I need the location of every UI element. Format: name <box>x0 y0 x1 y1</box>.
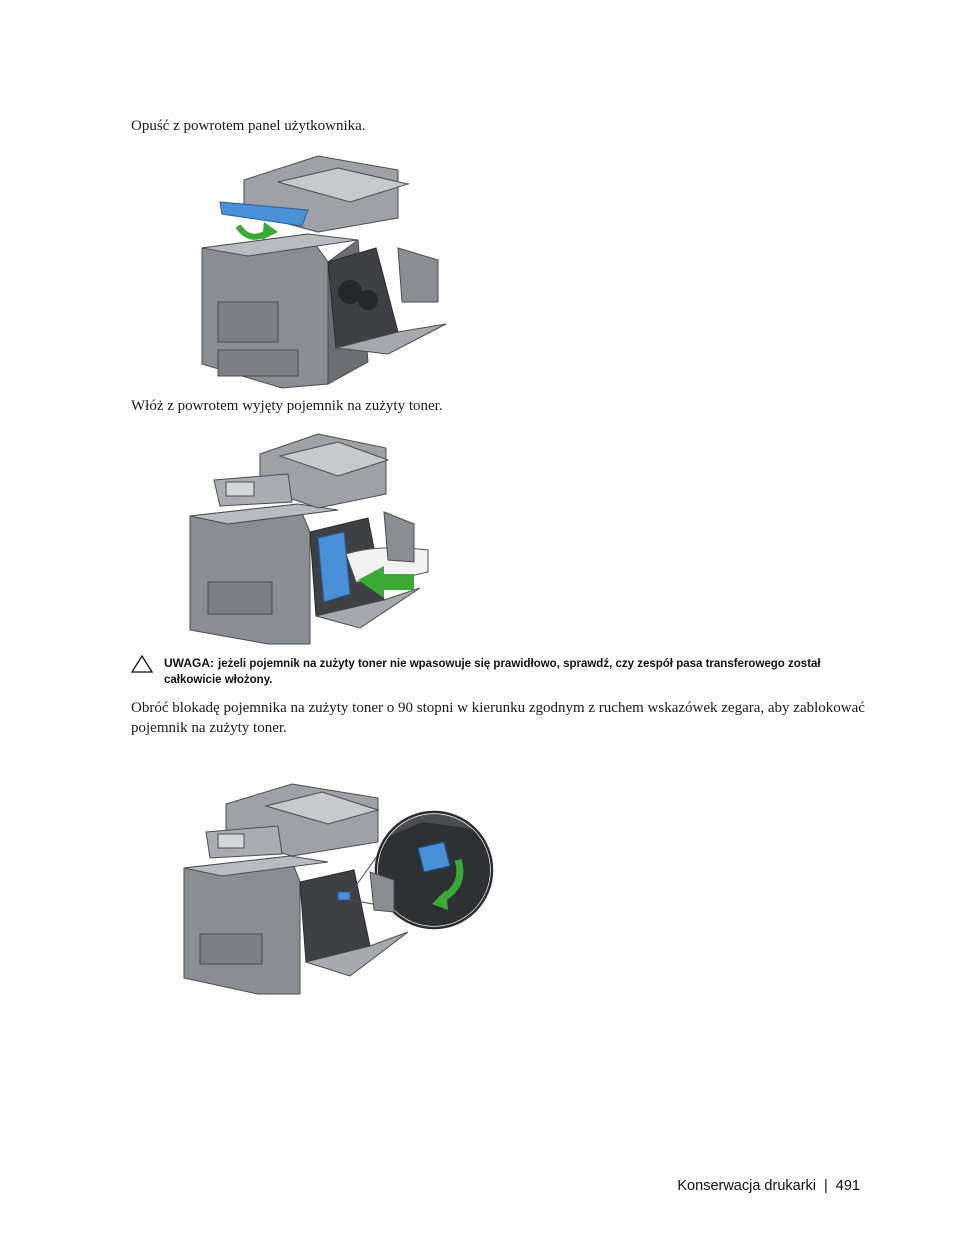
printer-panel-lower-illustration <box>198 152 450 390</box>
caution-triangle-icon <box>130 654 154 673</box>
printer-lock-rotate-illustration <box>182 782 498 998</box>
step-text-lower-panel: Opuść z powrotem panel użytkownika. <box>131 118 366 134</box>
footer-separator: | <box>824 1178 828 1194</box>
footer-page-number: 491 <box>835 1178 860 1194</box>
printer-insert-toner-box-illustration <box>188 432 452 648</box>
page-footer: Konserwacja drukarki | 491 <box>677 1178 860 1194</box>
step-text-insert-toner-box: Włóż z powrotem wyjęty pojemnik na zużyt… <box>131 398 443 414</box>
note-label: UWAGA: <box>164 656 214 670</box>
footer-section-title: Konserwacja drukarki <box>677 1178 817 1194</box>
step-text-rotate-lock: Obróć blokadę pojemnika na zużyty toner … <box>131 700 865 736</box>
note-text: jeżeli pojemnik na zużyty toner nie wpas… <box>164 658 821 686</box>
